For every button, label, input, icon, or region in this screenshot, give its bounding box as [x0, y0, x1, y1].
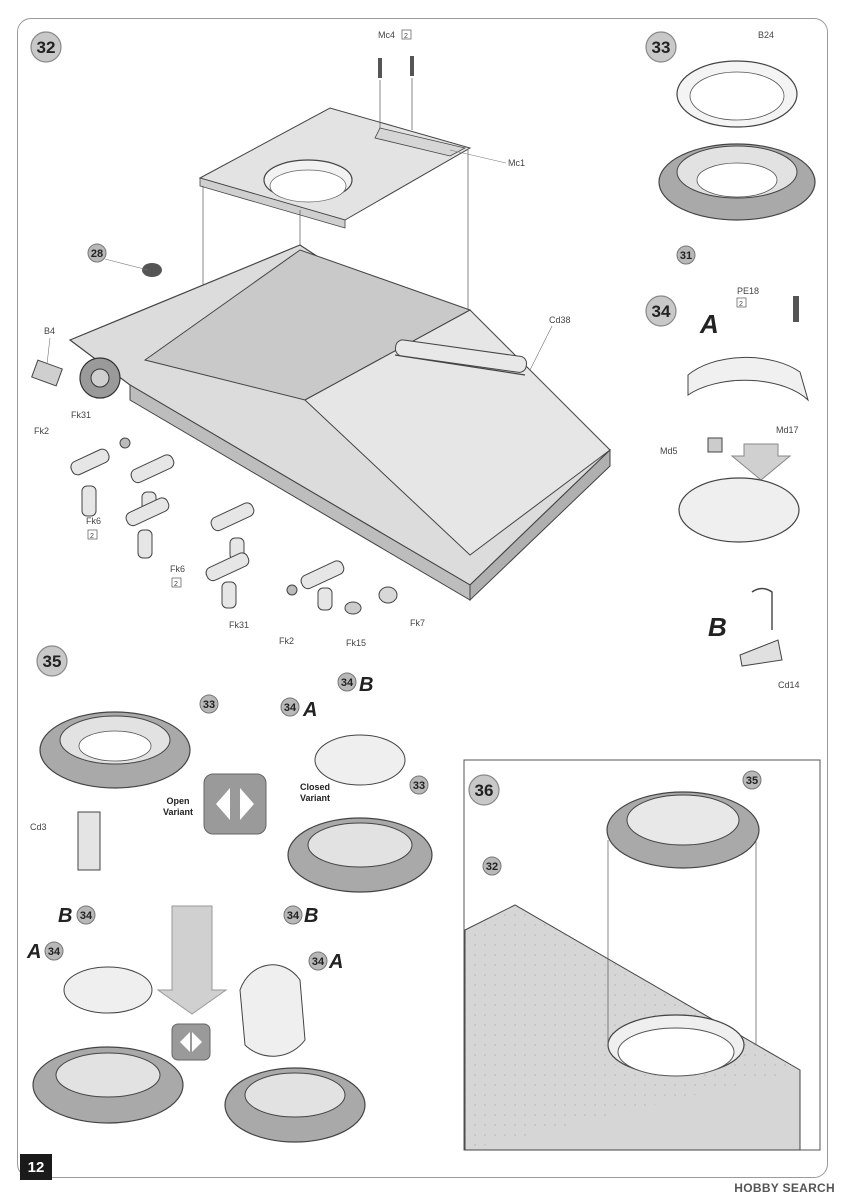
svg-text:34: 34: [80, 910, 93, 922]
svg-text:28: 28: [91, 248, 103, 260]
svg-text:34: 34: [48, 946, 61, 958]
down-arrow-icon: [156, 905, 228, 1015]
svg-text:34: 34: [652, 302, 671, 321]
step-36: 36 35 32: [463, 759, 821, 1151]
svg-text:32: 32: [486, 861, 498, 873]
label-mc4: Mc4: [378, 30, 395, 40]
label-cd38: Cd38: [549, 315, 571, 325]
svg-text:2: 2: [90, 533, 94, 540]
mc1-part: [374, 127, 467, 157]
label-fk31-top: Fk31: [71, 410, 91, 420]
watermark: HOBBY SEARCH: [734, 1181, 835, 1195]
svg-text:B: B: [304, 905, 318, 927]
svg-text:2: 2: [174, 581, 178, 588]
svg-text:35: 35: [43, 652, 62, 671]
hatch-a-plate: [687, 356, 809, 402]
svg-text:34: 34: [341, 677, 354, 689]
svg-text:Variant: Variant: [163, 807, 193, 817]
svg-text:33: 33: [652, 38, 671, 57]
part-28: [142, 263, 162, 277]
pe18-part: [793, 296, 799, 322]
cd38-exhaust: [394, 339, 528, 373]
page-number: 12: [20, 1154, 52, 1180]
step-33-badge: [645, 31, 677, 63]
step-32: 32: [30, 29, 611, 648]
svg-text:33: 33: [413, 780, 425, 792]
label-fk2-left: Fk2: [34, 426, 49, 436]
step-33: 33 B24 31: [645, 30, 816, 265]
label-b24: B24: [758, 30, 774, 40]
label-pe18: PE18: [737, 286, 759, 296]
svg-text:A: A: [26, 941, 41, 963]
svg-text:34: 34: [312, 956, 325, 968]
label-fk2-bottom: Fk2: [279, 636, 294, 646]
label-cd14: Cd14: [778, 680, 800, 690]
step-34: 34 A PE18 2 Md17 Md5 B Cd14: [645, 286, 809, 690]
suspension-arms: [70, 448, 345, 611]
closed-hatch: [314, 734, 406, 786]
step-32-number: 32: [37, 38, 56, 57]
svg-text:35: 35: [746, 775, 758, 787]
svg-text:34: 34: [287, 910, 300, 922]
svg-text:B: B: [58, 905, 72, 927]
fk7-part: [378, 586, 398, 604]
label-fk6-a: Fk6: [86, 516, 101, 526]
cd14-part: [739, 639, 783, 667]
variant-b-label: B: [708, 612, 727, 642]
watermark-text: HOBBY SEARCH: [734, 1181, 835, 1195]
label-mc1: Mc1: [508, 158, 525, 168]
variant-a-label: A: [699, 309, 719, 339]
step-36-badge: [468, 774, 500, 806]
variant-small-icon: [171, 1023, 211, 1061]
svg-text:2: 2: [404, 33, 408, 40]
svg-text:Open: Open: [166, 796, 189, 806]
step-35-badge: [36, 645, 68, 677]
svg-text:B: B: [359, 674, 373, 696]
b4-plate: [31, 359, 63, 387]
svg-text:2: 2: [739, 301, 743, 308]
label-md17: Md17: [776, 425, 799, 435]
mc4-pin-right: [410, 56, 414, 76]
md5-part: [707, 437, 723, 453]
label-b4: B4: [44, 326, 55, 336]
label-md5: Md5: [660, 446, 678, 456]
svg-text:34: 34: [284, 702, 297, 714]
hatch-b-assembly: [678, 477, 800, 543]
svg-text:36: 36: [475, 781, 494, 800]
label-cd3: Cd3: [30, 822, 47, 832]
fk15-part: [344, 601, 362, 615]
svg-text:31: 31: [680, 250, 692, 262]
step-35: 35 33 Cd3 Open Variant 34 A 34 B Closed …: [26, 645, 433, 1143]
step-34-badge: [645, 295, 677, 327]
mc4-pin-left: [378, 58, 382, 78]
svg-text:Closed: Closed: [300, 782, 330, 792]
svg-text:A: A: [302, 699, 317, 721]
label-fk7: Fk7: [410, 618, 425, 628]
label-fk15: Fk15: [346, 638, 366, 648]
cd3-part: [77, 811, 101, 871]
step-32-badge: [30, 31, 62, 63]
arrow-down-icon: [730, 443, 792, 481]
svg-text:A: A: [328, 951, 343, 973]
label-fk31-bottom: Fk31: [229, 620, 249, 630]
open-variant-icon: [203, 773, 267, 835]
label-fk6-b: Fk6: [170, 564, 185, 574]
page-frame: [17, 18, 828, 1178]
svg-text:Variant: Variant: [300, 793, 330, 803]
svg-text:33: 33: [203, 699, 215, 711]
